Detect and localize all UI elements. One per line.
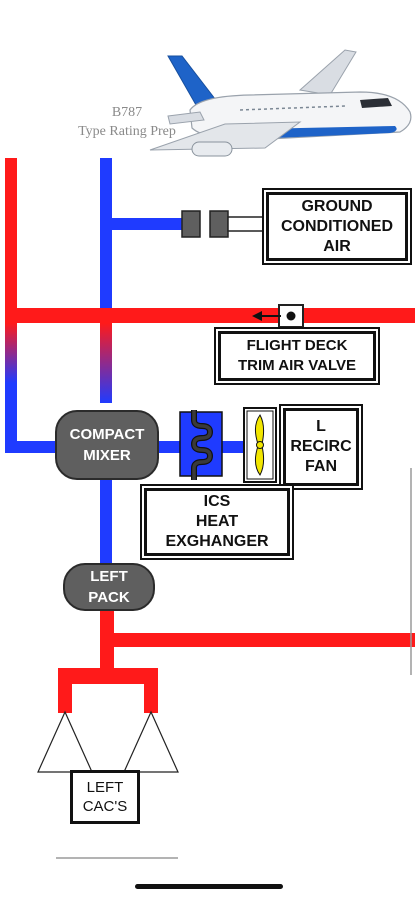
ground-air-line1: GROUND: [301, 197, 373, 215]
pack-line1: LEFT: [90, 568, 128, 585]
heat-exchanger-line3: EXGHANGER: [165, 533, 269, 550]
recirc-fan-line3: FAN: [305, 458, 337, 475]
airplane-icon: [149, 49, 412, 157]
duct-blend-left: [5, 323, 17, 383]
ground-connector-icon: [181, 210, 267, 238]
flight-deck-trim-air-valve-label: FLIGHT DECK TRIM AIR VALVE: [218, 331, 376, 381]
mixer-line1: COMPACT: [69, 426, 145, 443]
cacs-line2: CAC'S: [82, 798, 128, 815]
heat-exchanger-line2: HEAT: [195, 513, 239, 530]
ground-air-line2: CONDITIONED: [281, 217, 393, 235]
ground-air-line3: AIR: [323, 237, 351, 255]
left-pack: LEFT PACK: [63, 563, 155, 611]
compact-mixer: COMPACT MIXER: [55, 410, 159, 480]
fan-icon: [243, 407, 277, 483]
cac-diffusers: [37, 710, 179, 773]
ground-conditioned-air-label: GROUND CONDITIONED AIR: [266, 192, 408, 261]
header-line2: Type Rating Prep: [78, 124, 176, 139]
heat-exchanger-line1: ICS: [203, 493, 231, 510]
duct-blend-center: [100, 323, 112, 403]
ics-heat-exchanger-label: ICS HEAT EXGHANGER: [144, 488, 290, 556]
trim-valve-line2: TRIM AIR VALVE: [237, 357, 357, 374]
cacs-line1: LEFT: [86, 779, 124, 796]
mixer-line2: MIXER: [83, 447, 131, 464]
recirc-fan-line2: RECIRC: [290, 438, 352, 455]
trim-valve-line1: FLIGHT DECK: [246, 337, 348, 354]
recirc-fan-line1: L: [316, 418, 326, 435]
home-indicator[interactable]: [135, 884, 283, 889]
l-recirc-fan-label: L RECIRC FAN: [283, 408, 359, 486]
header-line1: B787: [111, 105, 143, 120]
left-cacs-label: LEFT CAC'S: [70, 770, 140, 824]
heat-exchanger-coil-icon: [179, 410, 223, 480]
header-title: B787 Type Rating Prep: [62, 103, 192, 141]
pack-line2: PACK: [88, 589, 130, 606]
valve-icon: [252, 304, 304, 328]
